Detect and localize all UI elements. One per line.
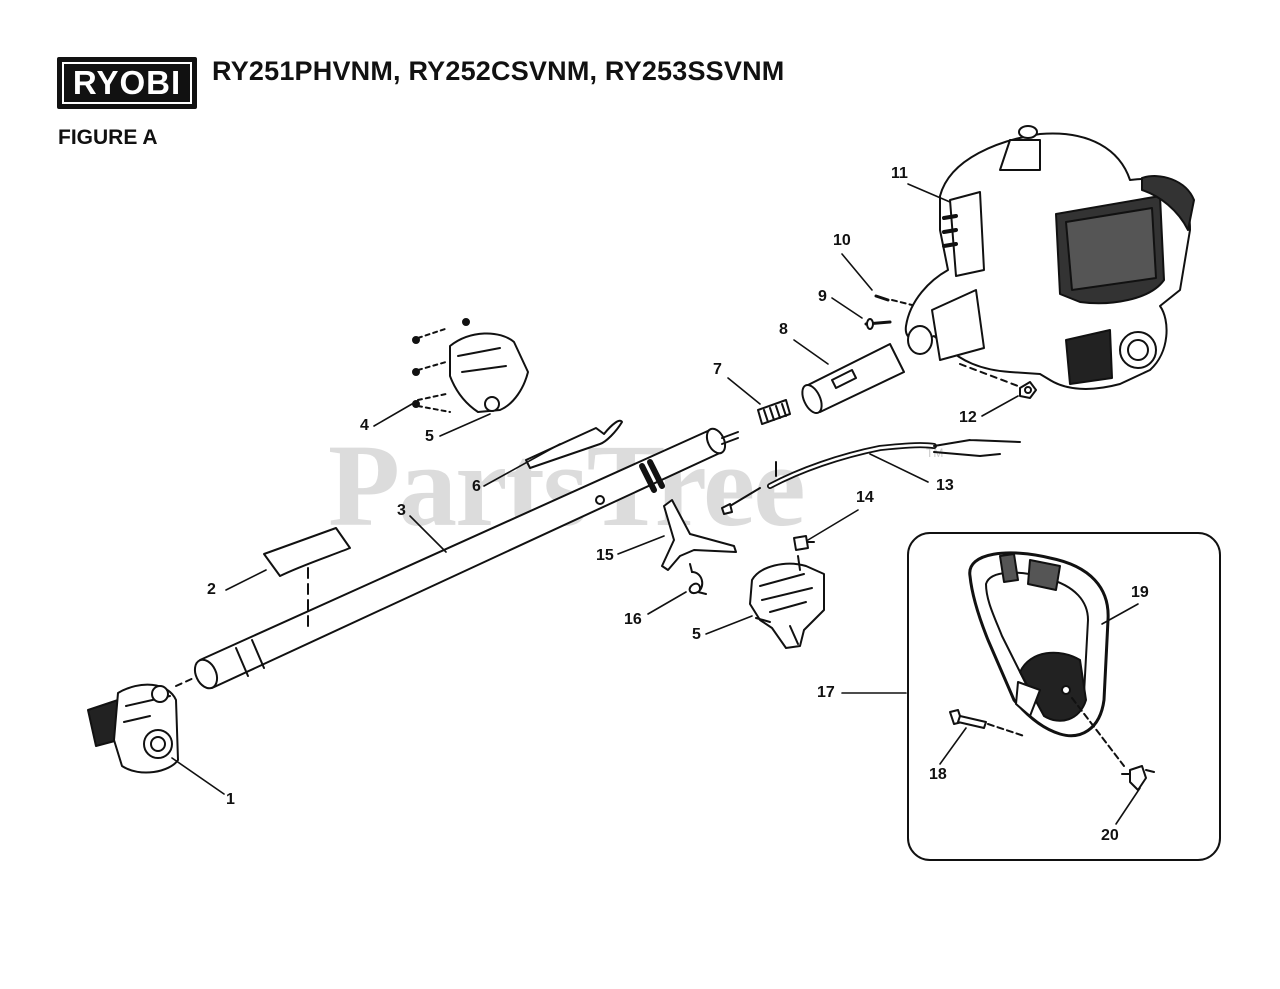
callout-19: 19 [1131, 584, 1149, 601]
part-16-spring [688, 563, 707, 595]
callout-15: 15 [596, 547, 614, 564]
leader-lines [171, 183, 1141, 825]
callout-18: 18 [929, 766, 947, 783]
callout-13: 13 [936, 477, 954, 494]
part-20-wing-nut [1071, 697, 1155, 791]
callout-11: 11 [891, 165, 908, 182]
part-8-coupler [801, 343, 905, 415]
part-13-cable [721, 439, 1021, 515]
callout-17: 17 [817, 684, 835, 701]
part-3-shaft [175, 427, 739, 690]
callout-5-upper: 5 [425, 428, 434, 445]
callout-7: 7 [713, 361, 722, 378]
callout-3: 3 [397, 502, 406, 519]
callout-14: 14 [856, 489, 874, 506]
inset-box [907, 532, 1221, 861]
part-10-pin [874, 294, 917, 307]
part-6-lockout [525, 419, 623, 469]
part-4-housing [412, 318, 529, 413]
part-12-nut [959, 363, 1037, 399]
figure-label: FIGURE A [58, 126, 158, 149]
ryobi-logo: RYOBI [57, 57, 197, 109]
callout-1: 1 [226, 791, 235, 808]
part-5-lower-housing [749, 555, 825, 649]
part-18-bolt [949, 709, 1025, 737]
callout-8: 8 [779, 321, 788, 338]
part-9-bolt [864, 318, 892, 330]
callout-4: 4 [360, 417, 369, 434]
part-19-loop-handle [968, 551, 1110, 738]
callout-6: 6 [472, 478, 481, 495]
callout-16: 16 [624, 611, 642, 628]
part-14-switch [793, 535, 815, 551]
part-1-gearbox [87, 683, 179, 774]
callout-2: 2 [207, 581, 216, 598]
part-15-trigger [661, 499, 737, 571]
callout-20: 20 [1101, 827, 1119, 844]
part-7-spring [757, 399, 791, 425]
callout-12: 12 [959, 409, 977, 426]
part-2-label [263, 527, 351, 631]
model-numbers: RY251PHVNM, RY252CSVNM, RY253SSVNM [212, 56, 785, 86]
logo-text: RYOBI [72, 64, 182, 101]
callout-10: 10 [833, 232, 851, 249]
callout-9: 9 [818, 288, 827, 305]
part-11-engine [904, 125, 1195, 390]
callout-5-lower: 5 [692, 626, 701, 643]
